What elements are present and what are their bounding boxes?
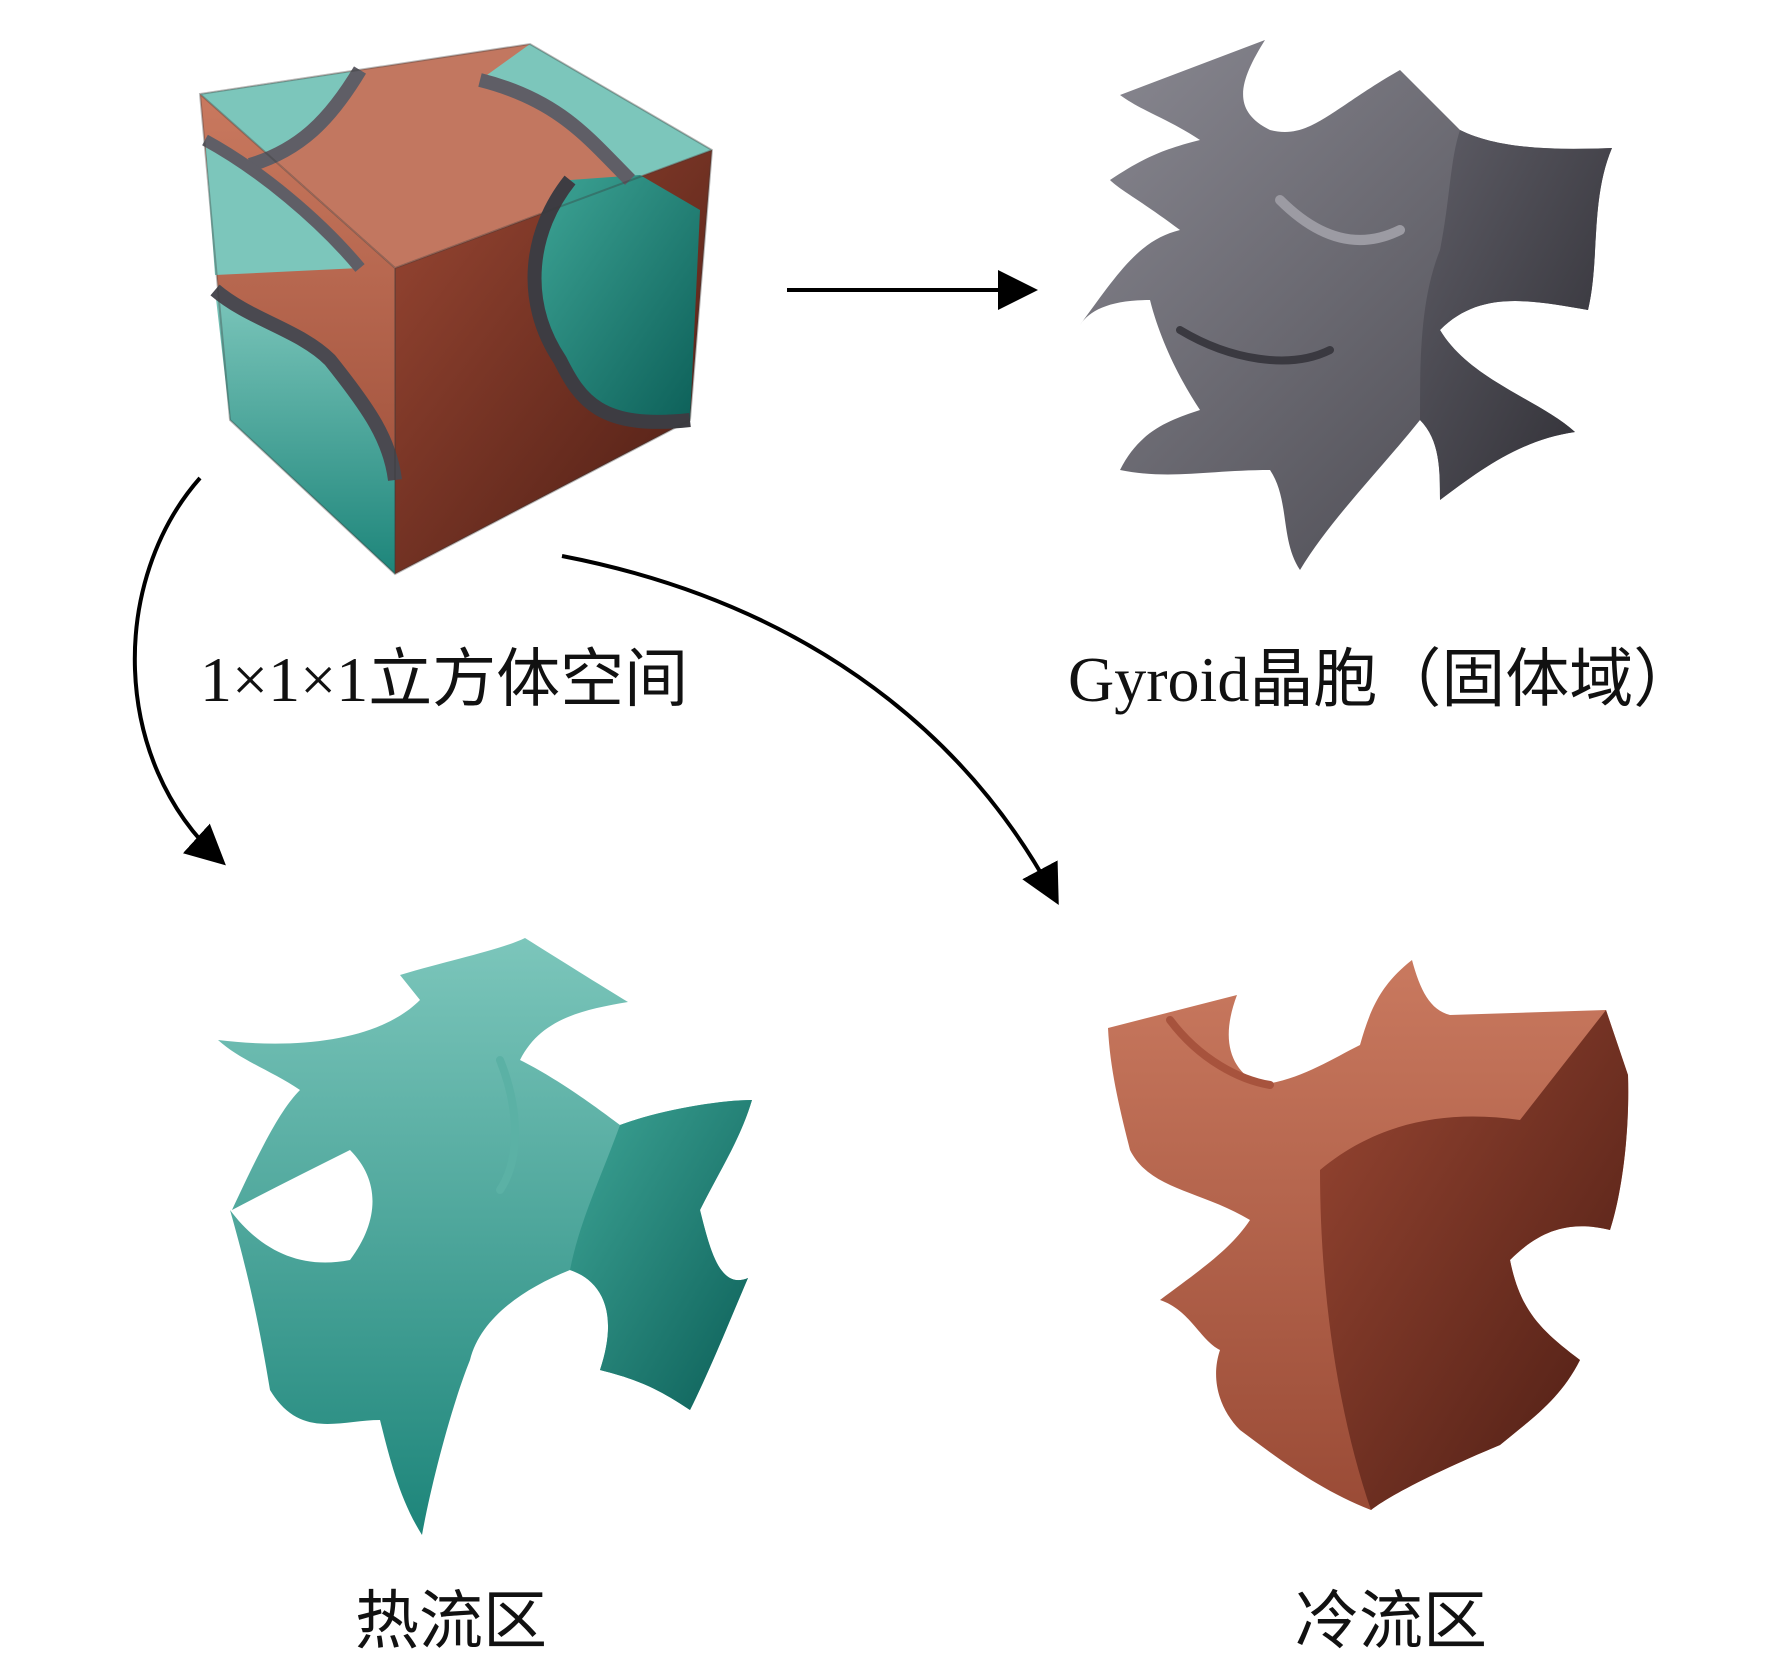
solid-body: [1080, 40, 1612, 570]
cube-caption: 1×1×1立方体空间: [200, 644, 689, 715]
cube-front-teal-patch: [205, 140, 360, 275]
unit-cube-illustration: [198, 42, 714, 576]
cold-fluid-illustration: [1108, 960, 1629, 1510]
cube-right-teal-patch: [534, 175, 700, 422]
hot-fluid-illustration: [218, 938, 752, 1535]
hot-fluid-side: [570, 1100, 752, 1410]
solid-curl: [1275, 195, 1405, 245]
hot-fluid-curl: [496, 1056, 519, 1194]
cube-solid-band: [202, 134, 365, 272]
solid-domain-caption: Gyroid晶胞（固体域）: [1068, 644, 1698, 715]
solid-side-shadow: [1420, 130, 1612, 500]
arrow-cube-to-hot: [132, 476, 226, 866]
hot-fluid-caption: 热流区: [355, 1586, 547, 1657]
cube-top-teal-patch: [480, 44, 712, 180]
cube-edges: [198, 42, 714, 576]
hot-fluid-body: [218, 938, 752, 1535]
gyroid-solid-illustration: [1080, 40, 1612, 570]
cold-fluid-side: [1320, 1010, 1629, 1510]
solid-curl: [1176, 326, 1334, 365]
cube-solid-band: [527, 175, 691, 429]
cube-solid-band: [210, 284, 402, 481]
cold-fluid-caption: 冷流区: [1295, 1586, 1487, 1657]
cube-solid-band: [478, 73, 635, 185]
cube-front-teal-patch: [215, 290, 395, 574]
arrow-cube-to-cold: [561, 554, 1059, 906]
cold-fluid-curl: [1166, 1016, 1274, 1089]
cube-solid-band: [247, 66, 367, 172]
